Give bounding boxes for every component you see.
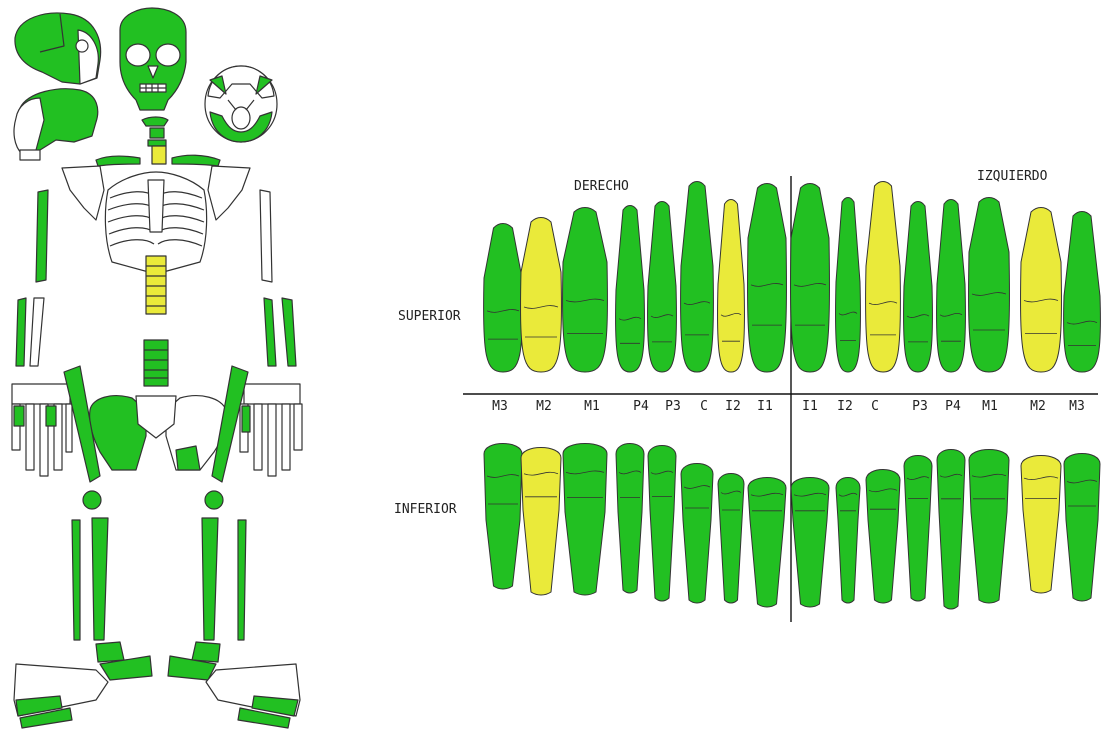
upper-tooth-m1-right	[563, 208, 608, 373]
tooth-label-p3-right: P3	[665, 399, 681, 414]
lower-tooth-c-right	[681, 464, 713, 604]
upper-tooth-i1-left	[791, 184, 830, 373]
tooth-label-i2-right: I2	[725, 399, 741, 414]
cervical-vertebra-partial	[152, 146, 166, 164]
skull-inferior-view	[205, 66, 277, 142]
fibula-right	[72, 520, 80, 640]
lower-tooth-p4-left	[937, 450, 965, 610]
upper-tooth-i2-left	[836, 198, 861, 373]
upper-tooth-p3-right	[648, 202, 677, 373]
tooth-label-p4-left: P4	[945, 399, 961, 414]
lower-tooth-m3-left	[1064, 454, 1100, 602]
lower-tooth-m1-right	[563, 444, 607, 596]
scapula-right	[62, 166, 104, 220]
upper-tooth-c-left	[866, 182, 901, 373]
lumbar-vertebrae	[144, 340, 168, 386]
ulna-left	[282, 298, 296, 366]
upper-tooth-m2-right	[521, 218, 562, 373]
thoracic-vertebrae-partial	[146, 256, 166, 314]
lower-tooth-p3-right	[648, 446, 676, 602]
pelvis	[90, 396, 227, 470]
scapula-left	[208, 166, 250, 220]
tooth-label-p4-right: P4	[633, 399, 649, 414]
skeleton-inventory	[12, 8, 302, 728]
lower-tooth-i1-right	[748, 478, 786, 608]
upper-tooth-p3-left	[904, 202, 933, 373]
tooth-label-m3-right: M3	[492, 399, 508, 414]
tooth-label-m1-left: M1	[982, 399, 998, 414]
hand-left	[240, 384, 302, 476]
ulna-right	[30, 298, 44, 366]
cervical-vertebrae	[148, 128, 166, 146]
upper-tooth-m1-left	[969, 198, 1010, 373]
tooth-labels: M3 M2 M1 P4 P3 C I2 I1 I1 I2 C P3 P4 M1 M2 M3	[492, 399, 1085, 414]
tooth-label-i2-left: I2	[837, 399, 853, 414]
lower-tooth-i1-left	[791, 478, 829, 608]
patella-left	[205, 491, 223, 509]
upper-tooth-m3-right	[484, 224, 523, 373]
lower-tooth-m2-left	[1021, 456, 1061, 594]
lower-tooth-p4-right	[616, 444, 644, 594]
humerus-right	[36, 190, 48, 282]
tooth-label-c-left: C	[871, 399, 879, 414]
side-left-label: IZQUIERDO	[977, 169, 1048, 184]
upper-teeth	[484, 182, 1101, 373]
hand-right	[12, 384, 72, 476]
skull-lateral-view	[15, 13, 101, 84]
fibula-left	[238, 520, 246, 640]
radius-left	[264, 298, 276, 366]
tooth-label-m3-left: M3	[1069, 399, 1085, 414]
tooth-label-i1-right: I1	[757, 399, 773, 414]
skull-frontal-view	[120, 8, 186, 110]
tooth-label-m1-right: M1	[584, 399, 600, 414]
upper-tooth-m3-left	[1064, 212, 1101, 373]
tooth-label-m2-left: M2	[1030, 399, 1046, 414]
tibia-left	[202, 518, 218, 640]
upper-tooth-p4-left	[937, 200, 966, 373]
lower-tooth-m1-left	[969, 450, 1009, 604]
foot-right	[14, 642, 152, 728]
tooth-label-p3-left: P3	[912, 399, 928, 414]
clavicle-left	[172, 155, 220, 166]
upper-tooth-c-right	[681, 182, 714, 373]
upper-arch-label: SUPERIOR	[398, 309, 461, 324]
dental-chart: DERECHO IZQUIERDO SUPERIOR INFERIOR M3 M2…	[394, 169, 1100, 622]
tooth-label-m2-right: M2	[536, 399, 552, 414]
lower-teeth	[484, 444, 1100, 610]
upper-tooth-m2-left	[1021, 208, 1062, 373]
humerus-left	[260, 190, 272, 282]
tibia-right	[92, 518, 108, 640]
tooth-label-i1-left: I1	[802, 399, 818, 414]
side-right-label: DERECHO	[574, 179, 629, 194]
foot-left	[168, 642, 300, 728]
upper-tooth-i1-right	[748, 184, 787, 373]
lower-tooth-m2-right	[521, 448, 561, 596]
patella-right	[83, 491, 101, 509]
upper-tooth-p4-right	[616, 206, 645, 373]
lower-tooth-m3-right	[484, 444, 522, 590]
tooth-label-c-right: C	[700, 399, 708, 414]
lower-tooth-i2-left	[836, 478, 860, 604]
hyoid	[142, 117, 168, 126]
upper-tooth-i2-right	[718, 200, 745, 373]
lower-arch-label: INFERIOR	[394, 502, 457, 517]
cranium-oblique-view	[14, 89, 98, 160]
clavicle-right	[96, 156, 140, 166]
radius-right	[16, 298, 26, 366]
